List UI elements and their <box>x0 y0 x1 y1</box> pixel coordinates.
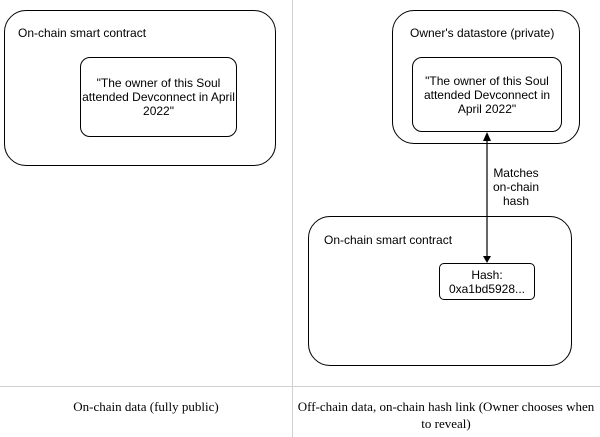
left-caption: On-chain data (fully public) <box>73 399 219 414</box>
hash-box: Hash: 0xa1bd5928... <box>439 263 535 300</box>
hash-text: Hash: 0xa1bd5928... <box>448 267 526 296</box>
vertical-divider <box>292 0 293 437</box>
left-contract-label: On-chain smart contract <box>18 26 147 40</box>
datastore-statement-text: "The owner of this Soul attended Devconn… <box>423 73 551 116</box>
connector-label: Matches on-chain hash <box>488 166 544 208</box>
left-statement-box: "The owner of this Soul attended Devconn… <box>80 57 237 137</box>
datastore-statement-box: "The owner of this Soul attended Devconn… <box>412 57 562 132</box>
owner-datastore-label: Owner's datastore (private) <box>410 26 555 40</box>
left-statement-text: "The owner of this Soul attended Devconn… <box>82 76 235 118</box>
right-caption: Off-chain data, on-chain hash link (Owne… <box>297 399 595 431</box>
horizontal-divider <box>0 386 600 387</box>
right-contract-label: On-chain smart contract <box>324 233 453 247</box>
